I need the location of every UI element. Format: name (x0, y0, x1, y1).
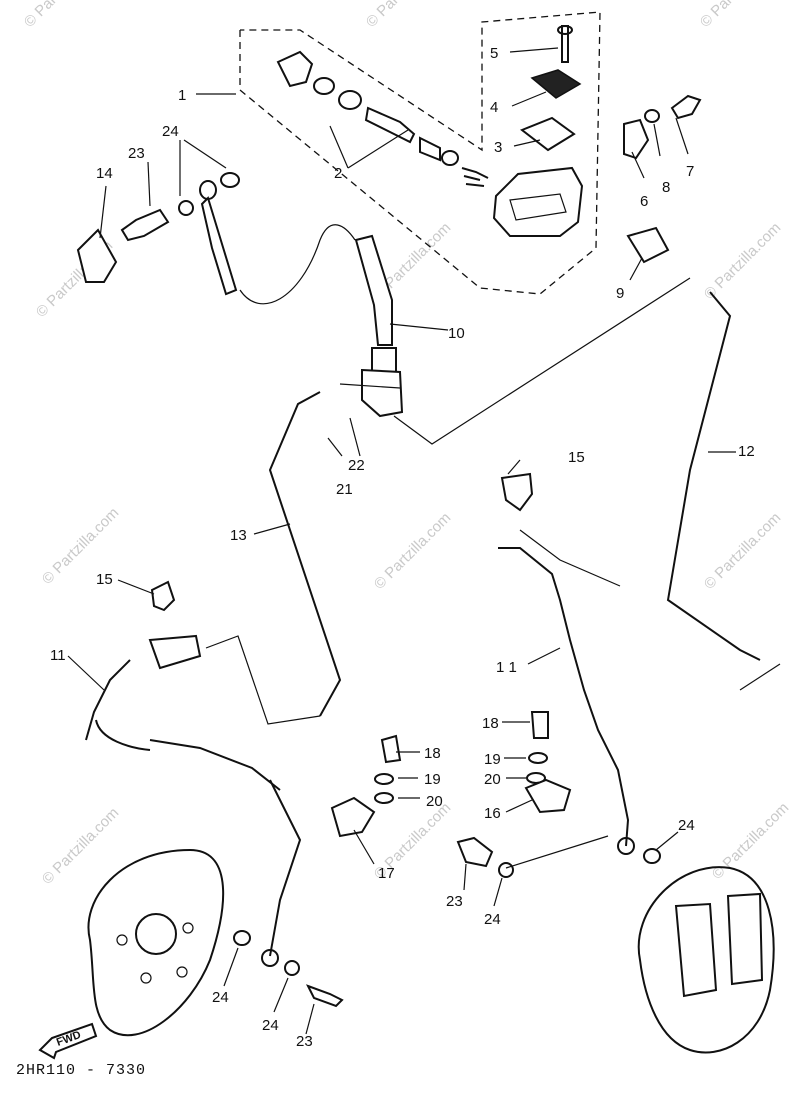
watermark: © Partzilla.com (697, 0, 780, 31)
watermark: © Partzilla.com (371, 509, 454, 592)
callout-18-right: 18 (482, 715, 499, 732)
callout-24-left: 24 (212, 989, 229, 1006)
callout-18-left: 18 (424, 745, 441, 762)
callout-11-left: 11 (50, 647, 66, 664)
callout-23-mid: 23 (446, 893, 463, 910)
callout-16: 16 (484, 805, 501, 822)
callout-8: 8 (662, 179, 670, 196)
callout-20-left: 20 (426, 793, 443, 810)
watermark: © Partzilla.com (701, 509, 784, 592)
callout-23-top: 23 (128, 145, 145, 162)
callout-23-bottom: 23 (296, 1033, 313, 1050)
brake-pipes (205, 277, 781, 725)
leader-lines (67, 47, 736, 1035)
callout-13: 13 (230, 527, 247, 544)
callout-24-mid: 24 (484, 911, 501, 928)
callout-3: 3 (494, 139, 502, 156)
callout-10: 10 (448, 325, 465, 342)
watermark: © Partzilla.com (709, 799, 792, 882)
watermark: © Partzilla.com (701, 219, 784, 302)
watermark: © Partzilla.com (21, 0, 104, 31)
callout-19-right: 19 (484, 751, 501, 768)
master-cylinder-assembly (239, 11, 702, 295)
brake-hose-10 (239, 224, 404, 418)
callout-6: 6 (640, 193, 648, 210)
callout-11-right: 1 1 (496, 659, 517, 676)
callout-labels: 1 2 3 4 5 6 7 8 9 10 11 1 1 12 13 14 15 … (50, 45, 755, 1050)
fwd-arrow: FWD (38, 1022, 98, 1060)
watermark: © Partzilla.com (39, 804, 122, 887)
callout-24-top: 24 (162, 123, 179, 140)
watermark: © Partzilla.com (363, 0, 446, 31)
callout-14: 14 (96, 165, 113, 182)
right-brake-hose (456, 529, 775, 1054)
brake-lever-pivot (76, 172, 240, 296)
callout-24-right: 24 (678, 817, 695, 834)
callout-21: 21 (336, 481, 353, 498)
callout-22: 22 (348, 457, 365, 474)
callout-15-right: 15 (568, 449, 585, 466)
callout-12: 12 (738, 443, 755, 460)
clamps-and-bolts (150, 472, 572, 838)
watermarks: © Partzilla.com © Partzilla.com © Partzi… (21, 0, 792, 888)
callout-24-bottom: 24 (262, 1017, 279, 1034)
callout-2: 2 (334, 165, 342, 182)
callout-5: 5 (490, 45, 498, 62)
callout-9: 9 (616, 285, 624, 302)
callout-17: 17 (378, 865, 395, 882)
left-brake-hose (85, 634, 344, 1037)
callout-15-left: 15 (96, 571, 113, 588)
callout-20-right: 20 (484, 771, 501, 788)
callout-7: 7 (686, 163, 694, 180)
drawing-code: 2HR110 - 7330 (16, 1062, 146, 1079)
callout-4: 4 (490, 99, 498, 116)
callout-1: 1 (178, 87, 186, 104)
callout-19-left: 19 (424, 771, 441, 788)
